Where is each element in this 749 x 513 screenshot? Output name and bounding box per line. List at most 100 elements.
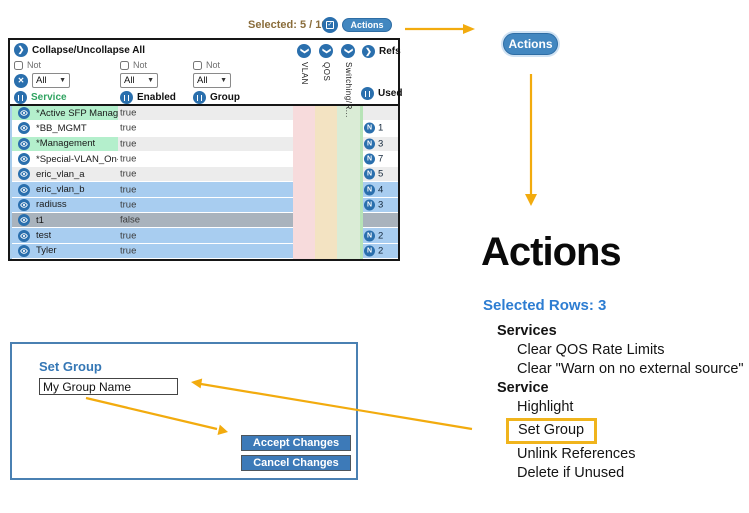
not-checkbox-group[interactable] xyxy=(193,60,202,70)
switching-collapse-icon[interactable]: ❯ xyxy=(341,44,355,58)
selected-rows-label: Selected Rows: 3 xyxy=(483,297,607,314)
enabled-value: true xyxy=(120,184,137,196)
refs-icon[interactable]: N xyxy=(364,122,375,134)
service-name: *Active SFP Management xyxy=(36,107,118,119)
refs-count: 1 xyxy=(378,122,384,134)
refs-count: 3 xyxy=(378,138,384,150)
refs-count: 3 xyxy=(378,199,384,211)
service-name: *Management xyxy=(36,138,96,150)
menu-item[interactable]: Highlight xyxy=(517,399,574,415)
refs-icon[interactable]: N xyxy=(364,245,375,257)
clear-filter-icon[interactable]: ✕ xyxy=(14,73,28,88)
eye-icon[interactable] xyxy=(18,198,30,211)
refs-icon[interactable]: N xyxy=(364,138,375,150)
menu-item-set-group-highlighted[interactable]: Set Group xyxy=(506,418,598,444)
select-all-icon[interactable]: ✓ xyxy=(322,17,338,33)
eye-icon[interactable] xyxy=(18,153,30,166)
dialog-title: Set Group xyxy=(39,359,102,374)
dropdown-arrow-icon: ▼ xyxy=(59,77,66,84)
eye-icon[interactable] xyxy=(18,122,30,135)
eye-icon[interactable] xyxy=(18,214,30,227)
refs-column-divider xyxy=(360,106,363,259)
service-name-cell: t1 xyxy=(12,213,118,227)
enabled-filter-select[interactable]: All▼ xyxy=(120,73,158,88)
enabled-value: true xyxy=(120,230,137,242)
services-table: ❯ Collapse/Uncollapse All Not ✕ All▼ Ser… xyxy=(8,38,402,261)
sort-used-icon[interactable] xyxy=(361,87,374,100)
enabled-value: false xyxy=(120,214,141,226)
sort-service-icon[interactable] xyxy=(14,91,27,104)
service-name-cell: test xyxy=(12,228,118,242)
service-name-cell: *Management xyxy=(12,136,118,151)
not-checkbox-service[interactable] xyxy=(14,60,23,70)
sort-group-icon[interactable] xyxy=(193,91,206,104)
qos-collapse-icon[interactable]: ❯ xyxy=(319,44,333,58)
enabled-value: true xyxy=(120,199,137,211)
not-label: Not xyxy=(133,60,148,70)
column-header-service[interactable]: Service xyxy=(31,92,67,103)
enabled-value: true xyxy=(120,245,137,257)
service-name: test xyxy=(36,230,52,242)
eye-icon[interactable] xyxy=(18,107,30,120)
refs-icon[interactable]: N xyxy=(364,168,375,180)
sort-enabled-icon[interactable] xyxy=(120,91,133,104)
enabled-value: true xyxy=(120,138,137,150)
refs-count: 7 xyxy=(378,153,384,165)
table-actions-button[interactable]: Actions xyxy=(342,18,392,32)
service-name-cell: eric_vlan_b xyxy=(12,182,118,196)
service-name-cell: eric_vlan_a xyxy=(12,167,118,181)
dropdown-arrow-icon: ▼ xyxy=(147,77,154,84)
refs-count: 5 xyxy=(378,168,384,180)
menu-item[interactable]: Clear QOS Rate Limits xyxy=(517,342,665,358)
not-checkbox-enabled[interactable] xyxy=(120,60,129,70)
service-name-cell: radiuss xyxy=(12,198,118,212)
menu-item[interactable]: Delete if Unused xyxy=(517,465,625,481)
cancel-changes-button[interactable]: Cancel Changes xyxy=(241,455,351,471)
refs-icon[interactable]: N xyxy=(364,199,375,211)
refs-collapse-icon[interactable]: ❯ xyxy=(362,45,375,58)
refs-icon[interactable]: N xyxy=(364,230,375,242)
menu-group-header: Service xyxy=(497,380,549,396)
collapse-all-label[interactable]: Collapse/Uncollapse All xyxy=(32,44,145,56)
service-name-cell: *Special-VLAN_On-Lab_D... xyxy=(12,152,118,166)
menu-group-header: Services xyxy=(497,323,557,339)
service-name-cell: *Active SFP Management xyxy=(12,106,118,121)
actions-button[interactable]: Actions xyxy=(503,33,558,55)
check-square-icon: ✓ xyxy=(326,21,334,29)
group-name-input[interactable] xyxy=(39,378,178,395)
service-filter-select[interactable]: All▼ xyxy=(32,73,70,88)
service-name: eric_vlan_a xyxy=(36,168,85,180)
column-header-group[interactable]: Group xyxy=(210,92,240,103)
service-name: t1 xyxy=(36,214,44,226)
group-filter-select[interactable]: All▼ xyxy=(193,73,231,88)
eye-icon[interactable] xyxy=(18,244,30,257)
selected-count-label: Selected: 5 / 10 xyxy=(248,19,328,31)
refs-count: 2 xyxy=(378,245,384,257)
accept-changes-button[interactable]: Accept Changes xyxy=(241,435,351,451)
column-header-refs: Refs xyxy=(379,46,401,57)
column-header-qos: QOS xyxy=(322,62,331,82)
column-header-enabled[interactable]: Enabled xyxy=(137,92,176,103)
refs-icon[interactable]: N xyxy=(364,184,375,196)
enabled-value: true xyxy=(120,122,137,134)
eye-icon[interactable] xyxy=(18,183,30,196)
menu-item[interactable]: Unlink References xyxy=(517,446,636,462)
eye-icon[interactable] xyxy=(18,168,30,181)
menu-item[interactable]: Clear "Warn on no external source" xyxy=(517,361,744,377)
column-header-vlan: VLAN xyxy=(300,62,309,85)
refs-icon[interactable]: N xyxy=(364,153,375,165)
service-name: Tyler xyxy=(36,245,57,257)
column-header-switching: Switching/R... xyxy=(344,62,353,118)
refs-count: 2 xyxy=(378,230,384,242)
collapse-all-icon[interactable]: ❯ xyxy=(14,43,28,57)
eye-icon[interactable] xyxy=(18,229,30,242)
vlan-collapse-icon[interactable]: ❯ xyxy=(297,44,311,58)
eye-icon[interactable] xyxy=(18,137,30,150)
